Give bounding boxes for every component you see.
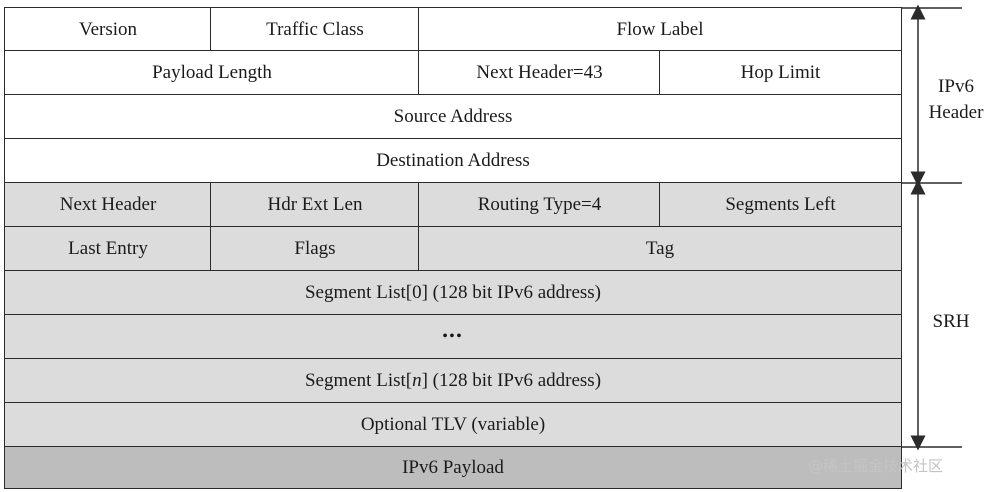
flags-field: Flags [210, 226, 420, 272]
version-field: Version [4, 7, 212, 52]
watermark: @稀土掘金技术社区 [808, 457, 944, 475]
srh-label: SRH [922, 309, 980, 335]
routing-type-field: Routing Type=4 [418, 182, 661, 228]
hop-limit-field: Hop Limit [659, 50, 902, 96]
segments-left-field: Segments Left [659, 182, 902, 228]
segment-list-n-prefix: Segment List[ [304, 370, 413, 391]
ipv6-header-label-line2: Header [928, 102, 984, 123]
ipv6-header-label: IPv6 Header [922, 74, 990, 126]
segment-list-n-suffix: ] (128 bit IPv6 address) [421, 370, 602, 391]
source-address-field: Source Address [4, 94, 902, 140]
flow-label-field: Flow Label [418, 7, 902, 52]
ipv6-header-label-line1: IPv6 [938, 76, 974, 97]
ellipsis-field: ••• [4, 314, 902, 360]
optional-tlv-field: Optional TLV (variable) [4, 402, 902, 448]
segment-list-n-variable: n [412, 370, 422, 391]
ipv6-payload-field: IPv6 Payload [4, 446, 902, 489]
srh-next-header-field: Next Header [4, 182, 212, 228]
next-header-field: Next Header=43 [418, 50, 661, 96]
last-entry-field: Last Entry [4, 226, 212, 272]
segment-list-0-field: Segment List[0] (128 bit IPv6 address) [4, 270, 902, 316]
hdr-ext-len-field: Hdr Ext Len [210, 182, 420, 228]
segment-list-n-field: Segment List[n] (128 bit IPv6 address) [4, 358, 902, 404]
tag-field: Tag [418, 226, 902, 272]
